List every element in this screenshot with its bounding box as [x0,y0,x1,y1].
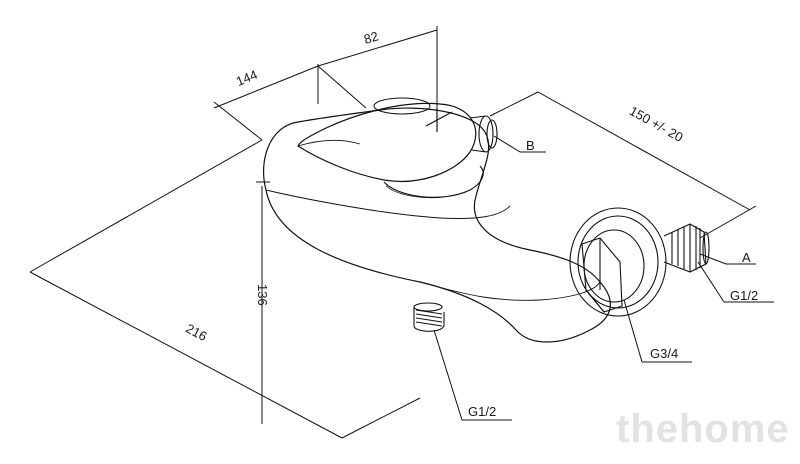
leader-lines [433,135,774,421]
dimension-144 [213,65,367,141]
dimension-136-text: 136 [255,284,270,306]
inlet-b-connector [469,115,498,153]
label-inlet-b: B [526,138,535,153]
dimension-144-text: 144 [234,67,260,89]
dimension-82 [317,26,438,110]
label-thread-outlet: G1/2 [468,404,496,419]
dimension-136 [256,181,270,424]
dimension-216 [29,139,421,439]
label-thread-nut: G3/4 [650,346,678,361]
lever-handle [297,97,477,182]
dimension-82-text: 82 [362,28,380,47]
cartridge-cap [383,165,484,199]
label-thread-a: G1/2 [730,288,758,303]
label-inlet-a: A [742,250,751,265]
dimension-216-text: 216 [183,321,209,344]
dimension-150 [489,91,757,239]
bottom-outlet [413,302,445,332]
faucet-body [262,107,611,343]
inlet-a-connector [569,207,710,317]
watermark-logo: thehome [616,407,790,451]
dimension-150-text: 150 +/- 20 [627,103,686,145]
